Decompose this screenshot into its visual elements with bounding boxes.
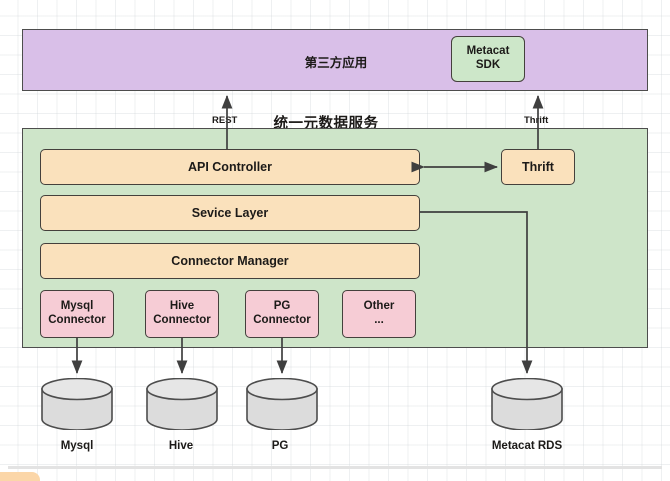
- pg-connector-line2: Connector: [253, 314, 311, 326]
- mysql-connector-line1: Mysql: [60, 300, 94, 313]
- datastore-label-metacat-rds: Metacat RDS: [491, 440, 563, 452]
- hive-connector-line2: Connector: [153, 314, 211, 326]
- datastore-label-pg: PG: [271, 440, 289, 452]
- third-party-application-layer: 第三方应用: [22, 29, 648, 91]
- pg-connector-box: PG Connector: [245, 290, 319, 338]
- mysql-connector-box: Mysql Connector: [40, 290, 114, 338]
- other-connector-line2: ...: [374, 314, 384, 326]
- datastore-label-mysql: Mysql: [60, 440, 94, 452]
- metacat-sdk-line1: Metacat: [466, 45, 510, 58]
- database-cylinder-pg: [245, 377, 319, 431]
- rest-edge-label: REST: [212, 115, 238, 126]
- pg-connector-line1: PG: [273, 300, 291, 313]
- api-controller-box: API Controller: [40, 149, 420, 185]
- thrift-box: Thrift: [501, 149, 575, 185]
- hive-connector-box: Hive Connector: [145, 290, 219, 338]
- metacat-sdk-line2: SDK: [475, 59, 501, 71]
- sevice-layer-box: Sevice Layer: [40, 195, 420, 231]
- database-cylinder-hive: [145, 377, 219, 431]
- database-cylinder-metacat-rds: [490, 377, 564, 431]
- footer-divider: [8, 466, 662, 469]
- third-party-label: 第三方应用: [304, 55, 368, 70]
- connector-manager-box: Connector Manager: [40, 243, 420, 279]
- metacat-sdk-box: Metacat SDK: [451, 36, 525, 82]
- other-connector-box: Other ...: [342, 290, 416, 338]
- corner-accent-shape: [0, 472, 40, 481]
- other-connector-line1: Other: [363, 300, 395, 313]
- database-cylinder-mysql: [40, 377, 114, 431]
- mysql-connector-line2: Connector: [48, 314, 106, 326]
- thrift-edge-label: Thrift: [524, 115, 549, 126]
- datastore-label-hive: Hive: [168, 440, 194, 452]
- hive-connector-line1: Hive: [169, 300, 195, 313]
